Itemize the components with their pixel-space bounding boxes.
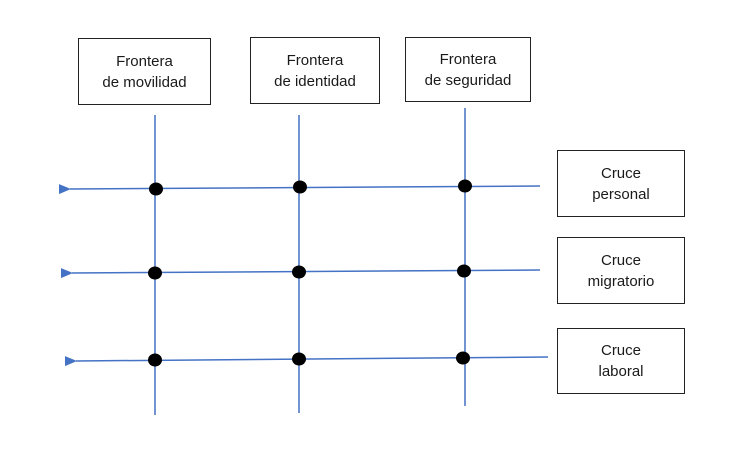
node-migratorio-seguridad [457, 264, 471, 278]
label-line: migratorio [587, 272, 655, 290]
label-line: Cruce [600, 251, 641, 269]
node-personal-identidad [293, 180, 307, 194]
arrow-laboral [64, 356, 549, 367]
label-line: Frontera [116, 52, 173, 70]
label-box-cruce-personal: Cruce personal [557, 150, 685, 217]
label-box-frontera-seguridad: Frontera de seguridad [405, 37, 531, 102]
label-box-frontera-movilidad: Frontera de movilidad [78, 38, 211, 105]
label-line: Frontera [286, 51, 344, 69]
label-line: Cruce [600, 342, 641, 359]
label-line: de seguridad [424, 71, 512, 89]
node-migratorio-identidad [292, 265, 306, 279]
node-laboral-seguridad [456, 351, 470, 365]
label-box-cruce-laboral: Cruce laboral [557, 328, 685, 394]
node-laboral-movilidad [148, 353, 162, 367]
label-line: de identidad [274, 72, 356, 90]
label-line: laboral [598, 363, 644, 380]
node-migratorio-movilidad [148, 266, 162, 280]
node-personal-seguridad [458, 179, 472, 193]
label-line: de movilidad [102, 73, 187, 91]
node-laboral-identidad [292, 352, 306, 366]
label-line: Cruce [600, 164, 641, 182]
node-personal-movilidad [149, 182, 163, 196]
label-box-cruce-migratorio: Cruce migratorio [557, 237, 685, 304]
label-box-frontera-identidad: Frontera de identidad [250, 37, 380, 104]
label-line: Frontera [439, 50, 497, 68]
label-line: personal [592, 185, 650, 203]
